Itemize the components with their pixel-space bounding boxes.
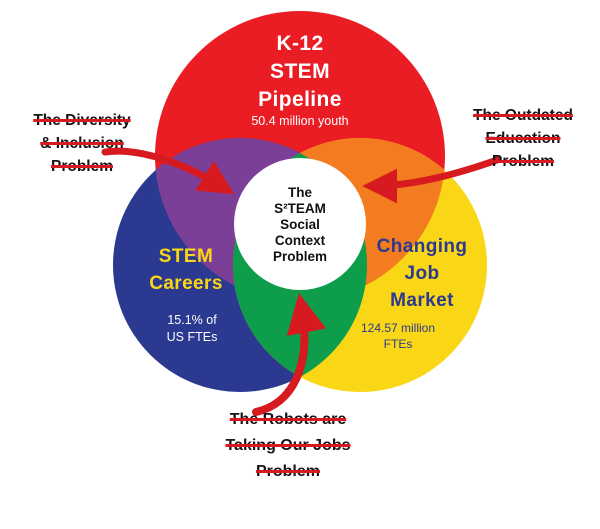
k12-pipeline-stat-text: 50.4 million youth [251, 114, 349, 128]
job-market-label-line: Market [390, 290, 454, 311]
education-annotation-line: The Outdated [473, 107, 573, 124]
k12-pipeline-label-line: Pipeline [258, 88, 342, 111]
center-problem-line: The [287, 185, 312, 200]
robots-annotation-line: The Robots are [229, 411, 347, 428]
k12-pipeline-label-line: STEM [270, 60, 330, 83]
k12-pipeline-label: K-12 STEM Pipeline [180, 30, 420, 114]
stem-careers-stat-line: US FTEs [166, 330, 218, 344]
job-market-stat-line: FTEs [383, 337, 413, 351]
center-problem-line: S²TEAM [274, 201, 326, 216]
education-annotation-line: Education [485, 130, 561, 147]
education-arrow [362, 156, 501, 204]
stem-careers-label-line: Careers [149, 273, 223, 294]
robots-annotation-line: Problem [255, 463, 320, 480]
outdated-education-annotation: The Outdated Education Problem [448, 104, 598, 173]
robots-arrow [252, 293, 327, 416]
k12-pipeline-label-line: K-12 [276, 32, 324, 55]
job-market-stat: 124.57 million FTEs [338, 320, 458, 352]
k12-pipeline-stat: 50.4 million youth [200, 114, 400, 128]
diversity-annotation-line: & Inclusion [40, 135, 124, 152]
center-problem-line: Context [274, 233, 326, 248]
center-problem-label: The S²TEAM Social Context Problem [240, 185, 360, 265]
diversity-annotation-line: The Diversity [33, 112, 131, 129]
diversity-inclusion-annotation: The Diversity & Inclusion Problem [8, 109, 156, 178]
job-market-stat-line: 124.57 million [360, 321, 436, 335]
center-problem-line: Problem [272, 249, 327, 264]
stem-careers-stat-line: 15.1% of [167, 313, 217, 327]
stem-careers-label: STEM Careers [115, 243, 257, 297]
stem-careers-label-line: STEM [158, 246, 214, 267]
center-problem-line: Social [280, 217, 320, 232]
robots-jobs-annotation: The Robots are Taking Our Jobs Problem [192, 407, 384, 485]
stem-careers-stat: 15.1% of US FTEs [128, 312, 256, 346]
job-market-label: Changing Job Market [355, 233, 489, 314]
job-market-label-line: Changing [376, 236, 468, 257]
diversity-arrow [101, 147, 235, 195]
education-annotation-line: Problem [491, 153, 554, 170]
robots-annotation-line: Taking Our Jobs [225, 437, 351, 454]
job-market-label-line: Job [404, 263, 440, 284]
center-problem-circle [234, 158, 366, 290]
diversity-annotation-line: Problem [50, 158, 113, 175]
